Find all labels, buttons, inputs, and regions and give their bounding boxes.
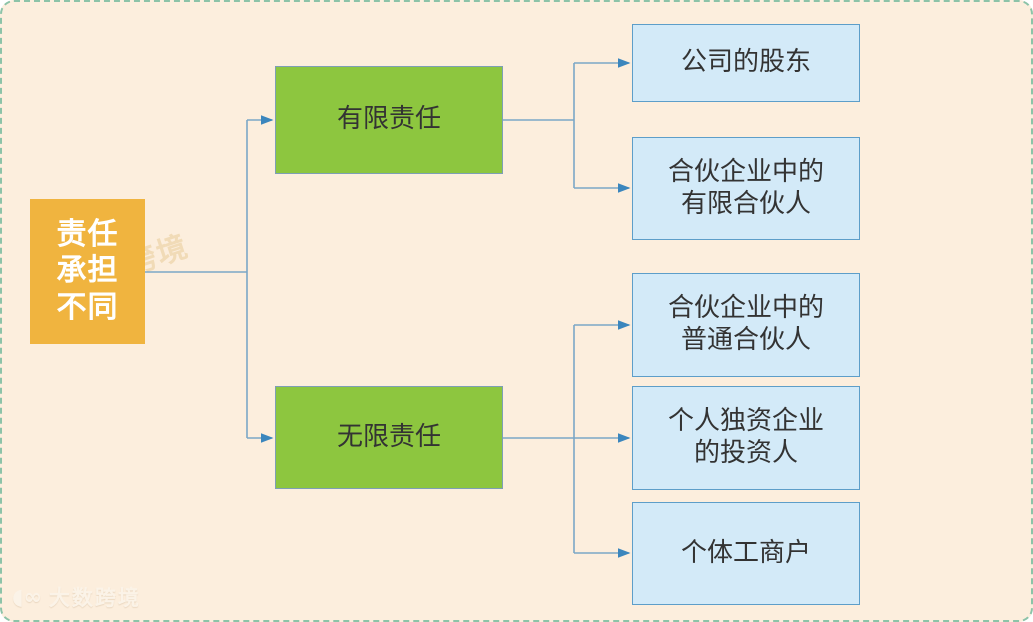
watermark-text: 大数跨境 bbox=[48, 586, 141, 610]
node-leaf-general-partner[interactable]: 合伙企业中的 普通合伙人 bbox=[632, 273, 860, 377]
node-branch-limited-liability[interactable]: 有限责任 bbox=[275, 66, 503, 174]
node-leaf-individual-business[interactable]: 个体工商户 bbox=[632, 502, 860, 605]
node-leaf-limited-partner[interactable]: 合伙企业中的 有限合伙人 bbox=[632, 137, 860, 240]
node-leaf-company-shareholder[interactable]: 公司的股东 bbox=[632, 24, 860, 102]
node-root[interactable]: 责任 承担 不同 bbox=[30, 199, 145, 344]
edge-unlimited-branch bbox=[503, 320, 631, 558]
watermark-logo: ◖∞ 大数跨境 bbox=[12, 582, 141, 612]
node-branch-unlimited-liability[interactable]: 无限责任 bbox=[275, 386, 503, 489]
node-leaf-sole-proprietor-investor[interactable]: 个人独资企业 的投资人 bbox=[632, 386, 860, 490]
watermark-mark-icon: ◖∞ bbox=[12, 584, 42, 610]
edge-root-to-trunk bbox=[145, 120, 248, 438]
edge-limited-branch bbox=[503, 58, 631, 193]
